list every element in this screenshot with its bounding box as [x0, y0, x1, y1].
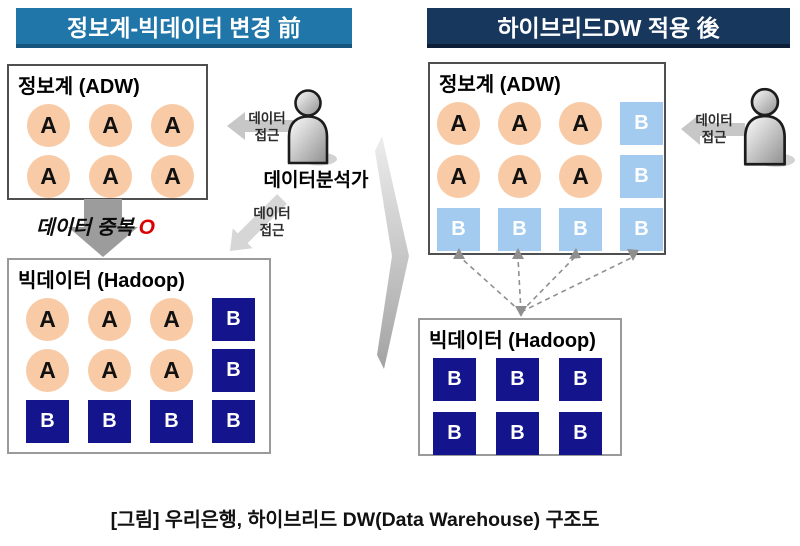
data-block-b: B [212, 298, 255, 341]
before-access-bottom-label: 데이터 접근 [253, 206, 291, 238]
data-block-a: A [437, 155, 480, 198]
data-block-a: A [559, 155, 602, 198]
data-block-b: B [433, 412, 476, 455]
data-block-b: B [559, 208, 602, 251]
panel-after-title: 하이브리드DW 적용 後 [427, 8, 790, 48]
panel-before-title: 정보계-빅데이터 변경 前 [16, 8, 352, 48]
access-arrow-diagonal-icon [230, 194, 287, 251]
data-block-a: A [89, 104, 132, 147]
data-block-b: B [26, 400, 69, 443]
data-block-b: B [498, 208, 541, 251]
before-access-top-label: 데이터 접근 [248, 111, 286, 143]
data-block-b: B [496, 358, 539, 401]
data-block-a: A [26, 349, 69, 392]
data-block-b: B [620, 208, 663, 251]
data-block-a: A [88, 349, 131, 392]
data-block-a: A [27, 155, 70, 198]
data-block-b: B [559, 412, 602, 455]
after-access-label: 데이터 접근 [695, 113, 733, 145]
data-block-b: B [150, 400, 193, 443]
data-block-b: B [88, 400, 131, 443]
data-block-b: B [496, 412, 539, 455]
analyst-label: 데이터분석가 [263, 170, 369, 191]
user-person-icon [743, 87, 795, 167]
data-block-b: B [620, 102, 663, 145]
data-block-a: A [151, 104, 194, 147]
access-arrow-right-icon [681, 114, 745, 145]
data-block-a: A [150, 349, 193, 392]
data-block-b: B [437, 208, 480, 251]
after-adw-label: 정보계 (ADW) [439, 74, 561, 96]
data-block-a: A [26, 298, 69, 341]
data-block-a: A [150, 298, 193, 341]
data-block-a: A [559, 102, 602, 145]
data-block-a: A [498, 155, 541, 198]
data-block-b: B [212, 400, 255, 443]
before-adw-label: 정보계 (ADW) [18, 76, 140, 98]
data-block-a: A [437, 102, 480, 145]
data-block-b: B [559, 358, 602, 401]
access-arrow-left-icon [227, 112, 293, 140]
duplication-down-arrow-icon [68, 199, 138, 257]
data-block-a: A [27, 104, 70, 147]
after-hadoop-label: 빅데이터 (Hadoop) [429, 330, 596, 352]
figure-caption: [그림] 우리은행, 하이브리드 DW(Data Warehouse) 구조도 [110, 509, 600, 531]
virtualization-dashed-arrows-icon [453, 248, 639, 317]
data-block-a: A [151, 155, 194, 198]
duplication-mark: O [138, 216, 155, 239]
duplication-text: 데이터 중복 [36, 217, 134, 239]
before-hadoop-label: 빅데이터 (Hadoop) [18, 270, 185, 292]
analyst-person-icon [287, 89, 337, 166]
data-block-a: A [89, 155, 132, 198]
data-block-a: A [88, 298, 131, 341]
data-block-a: A [498, 102, 541, 145]
data-block-b: B [433, 358, 476, 401]
transition-chevron-icon [375, 136, 409, 369]
data-block-b: B [212, 349, 255, 392]
data-block-b: B [620, 155, 663, 198]
